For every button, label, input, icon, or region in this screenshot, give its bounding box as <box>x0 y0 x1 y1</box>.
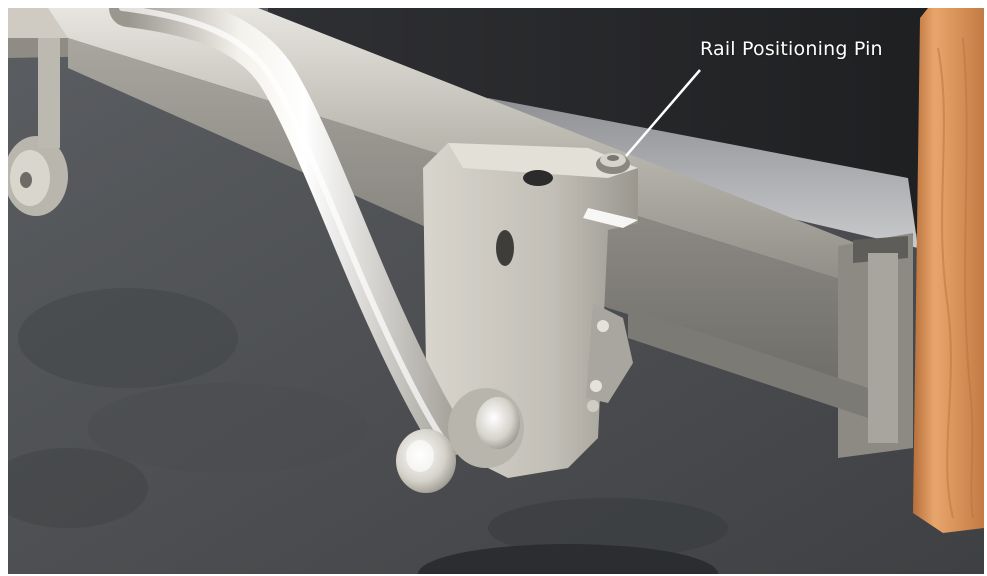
bed-rail-render <box>8 8 984 574</box>
callout-leader-line <box>625 69 701 157</box>
rail-positioning-pin-label: Rail Positioning Pin <box>700 38 883 60</box>
rendered-image <box>8 8 984 574</box>
